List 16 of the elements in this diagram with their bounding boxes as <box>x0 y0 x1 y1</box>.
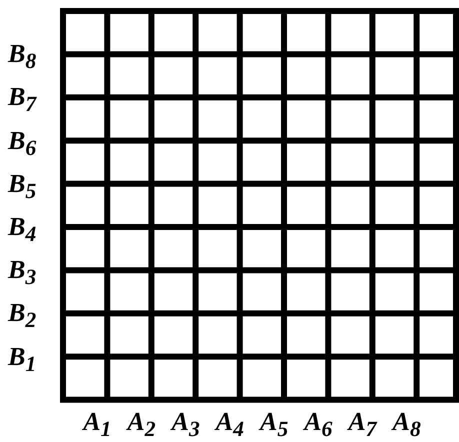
axis-label: A$_{7}$ <box>348 408 377 442</box>
axis-label: B$_{8}$ <box>8 40 36 76</box>
axis-label: B$_{7}$ <box>8 83 36 119</box>
axis-label: A$_{2}$ <box>127 408 156 442</box>
axis-label: A$_{3}$ <box>172 408 200 442</box>
axis-label: A$_{5}$ <box>260 408 288 442</box>
axis-label: B$_{4}$ <box>8 213 36 248</box>
axis-label: B$_{3}$ <box>8 256 36 292</box>
axis-label: B$_{5}$ <box>8 170 36 205</box>
axis-label: B$_{2}$ <box>8 299 36 335</box>
axis-label: B$_{1}$ <box>8 342 36 378</box>
axis-label: A$_{1}$ <box>83 408 112 442</box>
axis-label: A$_{8}$ <box>392 408 421 442</box>
axis-label: B$_{6}$ <box>8 126 36 162</box>
axis-label: A$_{4}$ <box>216 408 244 442</box>
axis-label: A$_{6}$ <box>304 408 332 442</box>
